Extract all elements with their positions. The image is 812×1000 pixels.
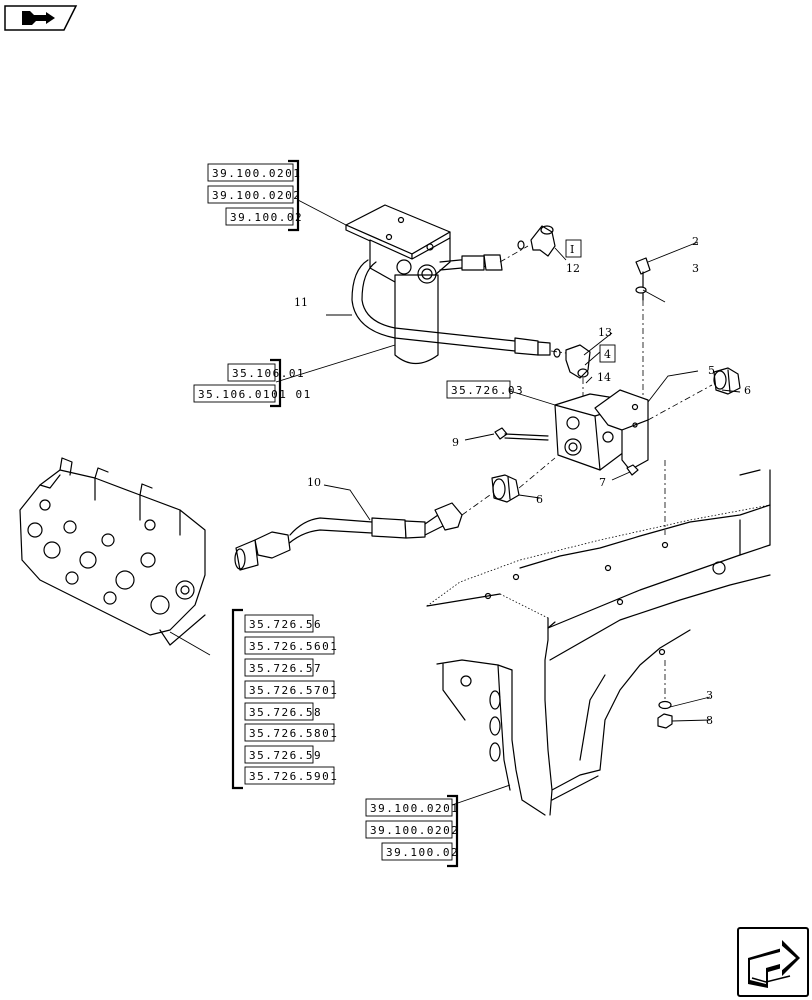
callout-numbers: 2 3 5 6 6 7 9 10 11 12 13 14 3 8 (294, 235, 751, 727)
callout-12: 12 (566, 262, 580, 275)
callout-3: 3 (706, 689, 713, 702)
ref-box[interactable]: 35.726.5601 (244, 636, 338, 655)
ref-box[interactable]: 35.726.57 (244, 658, 322, 677)
ref-label: 35.726.57 (249, 662, 322, 675)
callout-10: 10 (307, 476, 321, 489)
callout-13: 13 (598, 326, 612, 339)
ref-label: 39.100.02 (386, 846, 459, 859)
callout-2: 2 (692, 235, 699, 248)
ref-label: 35.726.59 (249, 749, 322, 762)
ref-box[interactable]: 39.100.0201 (365, 798, 459, 817)
screw-and-nut (494, 427, 639, 476)
bolt-and-washers (635, 257, 673, 729)
ref-label: 39.100.02 (230, 211, 303, 224)
callout-8: 8 (706, 714, 713, 727)
ref-box[interactable]: 39.100.02 (381, 842, 459, 861)
ref-box[interactable]: 35.726.5901 (244, 766, 338, 785)
valve-bank (19, 457, 206, 646)
ref-label: 35.726.58 (249, 706, 322, 719)
callout-9: 9 (452, 436, 459, 449)
chassis-frame (426, 469, 771, 816)
ref-label: 39.100.0202 (212, 189, 301, 202)
ref-label: 35.106.01 (232, 367, 305, 380)
callout-5: 5 (708, 364, 715, 377)
ref-label: 35.726.03 (451, 384, 524, 397)
elbow-fittings (499, 225, 591, 410)
ref-label: 35.726.5801 (249, 727, 338, 740)
ref-box[interactable]: 35.726.5801 (244, 723, 338, 742)
ref-box[interactable]: 35.726.59 (244, 745, 322, 764)
ref-label: 35.726.56 (249, 618, 322, 631)
ref-box[interactable]: 39.100.0201 (207, 163, 301, 182)
boxed-ref-label: 4 (604, 348, 611, 361)
ref-label: 39.100.0201 (370, 802, 459, 815)
ref-group-top-left: 39.100.0201 39.100.0202 39.100.02 (207, 159, 303, 232)
ref-group-filter: 35.106.01 35.106.0101 01 (193, 358, 312, 408)
callout-11: 11 (294, 296, 308, 309)
callout-3: 3 (692, 262, 699, 275)
ref-group-valve-bank: 35.726.56 35.726.5601 35.726.57 35.726.5… (231, 608, 338, 790)
ref-label: 35.726.5701 (249, 684, 338, 697)
ref-box[interactable]: 39.100.0202 (207, 185, 301, 204)
boxed-ref-b[interactable]: 4 (599, 344, 616, 363)
ref-box[interactable]: 35.726.58 (244, 702, 322, 721)
next-page-icon[interactable] (737, 927, 809, 997)
ref-box[interactable]: 39.100.0202 (365, 820, 459, 839)
ref-box[interactable]: 35.106.0101 01 (193, 384, 312, 403)
callout-7: 7 (599, 476, 606, 489)
ref-group-bottom: 39.100.0201 39.100.0202 39.100.02 (365, 794, 459, 868)
hose-10 (234, 494, 491, 571)
leader-lines (169, 199, 741, 806)
valve-block (554, 389, 649, 471)
ref-box[interactable]: 35.726.03 (446, 380, 524, 399)
ref-box[interactable]: 39.100.02 (225, 207, 303, 226)
callout-6: 6 (744, 384, 751, 397)
ref-group-block: 35.726.03 (446, 380, 524, 399)
adapter-fittings (491, 367, 741, 503)
callout-14: 14 (597, 371, 611, 384)
ref-label: 35.726.5901 (249, 770, 338, 783)
callout-6: 6 (536, 493, 543, 506)
ref-box[interactable]: 35.726.5701 (244, 680, 338, 699)
ref-label: 35.106.0101 01 (198, 388, 312, 401)
boxed-ref-label: I (570, 243, 574, 256)
back-arrow-icon[interactable] (4, 5, 78, 31)
filter-assembly (345, 204, 551, 365)
ref-box[interactable]: 35.726.56 (244, 614, 322, 633)
ref-label: 35.726.5601 (249, 640, 338, 653)
ref-label: 39.100.0201 (212, 167, 301, 180)
boxed-ref-a[interactable]: I (565, 239, 582, 258)
ref-label: 39.100.0202 (370, 824, 459, 837)
ref-box[interactable]: 35.106.01 (227, 363, 305, 382)
